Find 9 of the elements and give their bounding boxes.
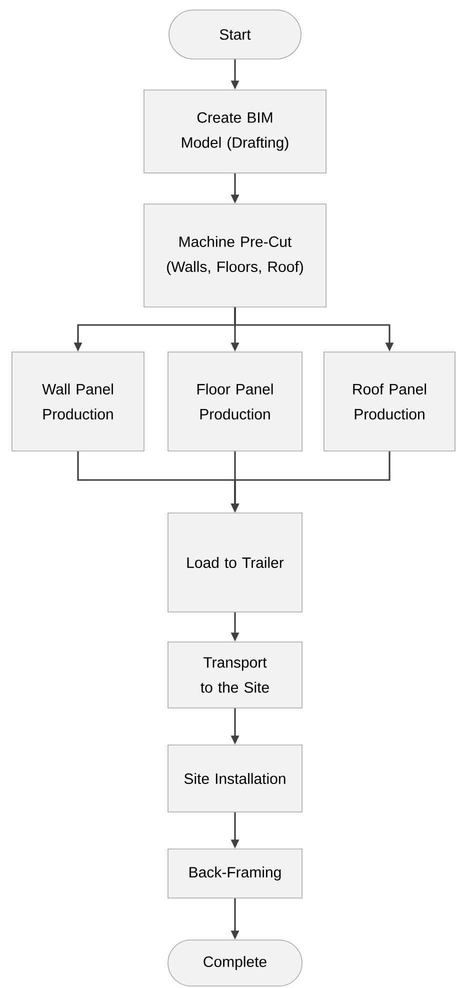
process-box: Machine Pre-Cut (Walls, Floors, Roof): [144, 204, 326, 308]
process-box: Back-Framing: [168, 848, 302, 898]
process-box: Site Installation: [168, 744, 302, 812]
process-box: Create BIM Model (Drafting): [144, 90, 326, 174]
process-box: Floor Panel Production: [168, 352, 302, 452]
process-box: Transport to the Site: [168, 642, 302, 708]
process-box: Load to Trailer: [168, 512, 302, 612]
process-box: Roof Panel Production: [324, 352, 456, 452]
process-box: Wall Panel Production: [12, 352, 144, 452]
